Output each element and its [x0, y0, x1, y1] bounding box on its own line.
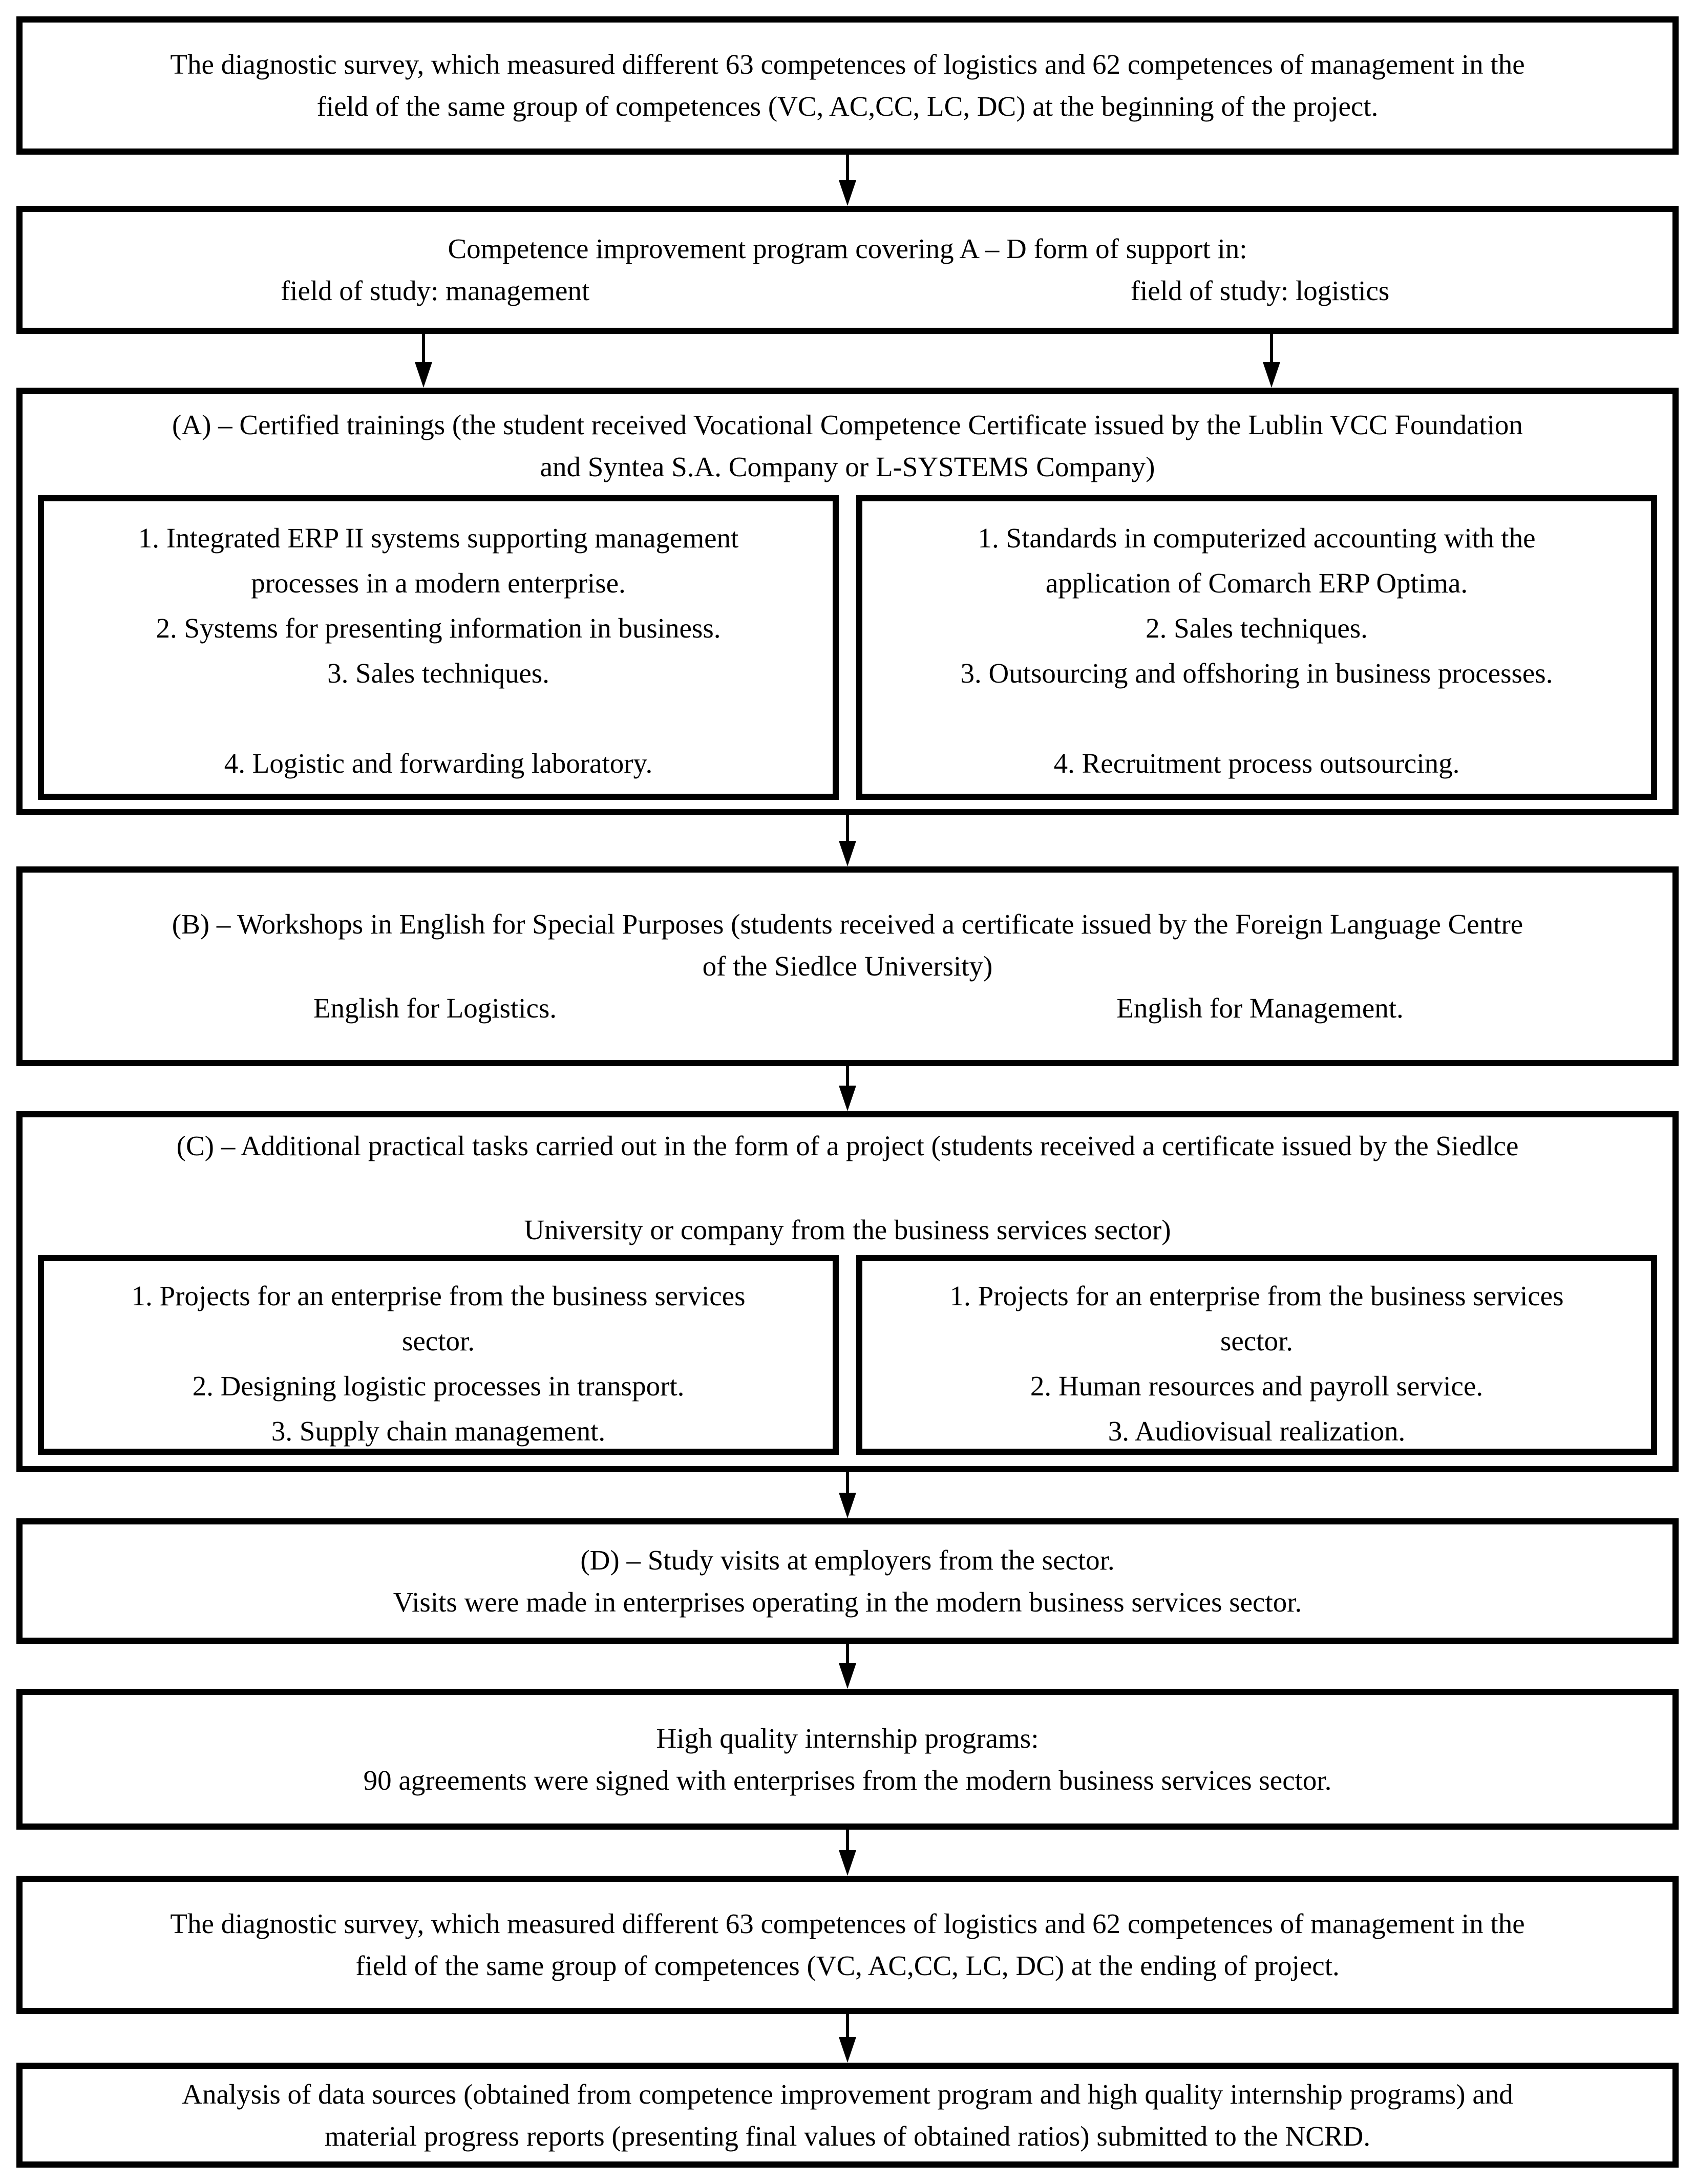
box-title: Competence improvement program covering …: [448, 233, 1247, 264]
box-text-line: The diagnostic survey, which measured di…: [170, 49, 1525, 80]
arrow-stem: [846, 1830, 849, 1850]
connector-zone: [16, 2014, 1679, 2063]
box-a-management-trainings: 1. Integrated ERP II systems supporting …: [38, 495, 839, 800]
box-text-line: 90 agreements were signed with enterpris…: [363, 1764, 1332, 1796]
arrow-stem: [846, 1644, 849, 1663]
box-a-certified-trainings: (A) – Certified trainings (the student r…: [16, 388, 1679, 815]
connector-zone: [16, 334, 1679, 388]
box-c-inner-row: 1. Projects for an enterprise from the b…: [23, 1255, 1672, 1455]
box-text-line: The diagnostic survey, which measured di…: [170, 1908, 1525, 1939]
english-for-logistics: English for Logistics.: [313, 992, 557, 1024]
fields-of-study-row: field of study: management field of stud…: [23, 270, 1672, 312]
arrow-head: [415, 362, 433, 388]
flow-arrow-down-icon: [839, 1644, 856, 1689]
flow-arrow-down-icon: [839, 1830, 856, 1876]
list-line: 1. Integrated ERP II systems supporting …: [138, 522, 739, 554]
list-line: processes in a modern enterprise.: [251, 567, 626, 599]
box-improvement-program: Competence improvement program covering …: [16, 206, 1679, 334]
box-a-inner-row: 1. Integrated ERP II systems supporting …: [23, 495, 1672, 800]
list-line: 2. Human resources and payroll service.: [1030, 1370, 1484, 1402]
arrow-head: [839, 180, 856, 206]
box-diagnostic-survey-end: The diagnostic survey, which measured di…: [16, 1876, 1679, 2014]
box-analysis-ncrd: Analysis of data sources (obtained from …: [16, 2063, 1679, 2168]
box-text-line: field of the same group of competences (…: [316, 91, 1379, 122]
box-text-line: (D) – Study visits at employers from the…: [580, 1544, 1115, 1576]
field-of-study-logistics: field of study: logistics: [1130, 275, 1390, 306]
box-text-line: Visits were made in enterprises operatin…: [393, 1586, 1302, 1618]
box-a-logistics-trainings: 1. Standards in computerized accounting …: [856, 495, 1657, 800]
box-b-header-line: (B) – Workshops in English for Special P…: [172, 908, 1523, 940]
list-line: 1. Projects for an enterprise from the b…: [949, 1280, 1564, 1311]
list-line: sector.: [1220, 1325, 1294, 1356]
connector-zone: [16, 155, 1679, 206]
box-c-management-projects: 1. Projects for an enterprise from the b…: [856, 1255, 1657, 1455]
flow-arrow-down-icon: [1262, 334, 1280, 388]
list-line: 4. Recruitment process outsourcing.: [1053, 748, 1460, 779]
list-line: 3. Outsourcing and offshoring in busines…: [960, 658, 1553, 689]
list-line: 4. Logistic and forwarding laboratory.: [224, 748, 653, 779]
box-c-logistics-projects: 1. Projects for an enterprise from the b…: [38, 1255, 839, 1455]
arrow-head: [839, 1086, 856, 1111]
box-b-english-workshops: (B) – Workshops in English for Special P…: [16, 866, 1679, 1066]
box-a-header-line: and Syntea S.A. Company or L-SYSTEMS Com…: [540, 451, 1155, 482]
arrow-stem: [846, 1066, 849, 1086]
box-a-header-line: (A) – Certified trainings (the student r…: [172, 409, 1523, 440]
flow-arrow-down-icon: [839, 1472, 856, 1518]
arrow-stem: [422, 334, 426, 362]
flow-arrow-down-icon: [839, 1066, 856, 1111]
list-line: 3. Sales techniques.: [327, 658, 549, 689]
box-c-header-line: (C) – Additional practical tasks carried…: [176, 1130, 1519, 1161]
arrow-head: [839, 1493, 856, 1518]
english-for-management: English for Management.: [1116, 992, 1404, 1024]
box-b-header-line: of the Siedlce University): [702, 950, 993, 982]
list-line: application of Comarch ERP Optima.: [1045, 567, 1468, 599]
flow-arrow-down-icon: [839, 2014, 856, 2063]
box-c-practical-tasks: (C) – Additional practical tasks carried…: [16, 1111, 1679, 1472]
list-line: 1. Projects for an enterprise from the b…: [131, 1280, 746, 1311]
list-line: 2. Designing logistic processes in trans…: [192, 1370, 685, 1402]
box-diagnostic-survey-start: The diagnostic survey, which measured di…: [16, 16, 1679, 155]
connector-zone: [16, 1830, 1679, 1876]
arrow-stem: [1269, 334, 1273, 362]
arrow-head: [839, 1663, 856, 1689]
arrow-stem: [846, 155, 849, 180]
list-line: 2. Systems for presenting information in…: [156, 612, 721, 644]
arrow-stem: [846, 2014, 849, 2037]
english-courses-row: English for Logistics. English for Manag…: [23, 987, 1672, 1029]
box-text-line: material progress reports (presenting fi…: [324, 2120, 1371, 2152]
list-line: 3. Supply chain management.: [271, 1415, 606, 1447]
box-c-header-line: University or company from the business …: [524, 1214, 1171, 1245]
box-text-line: Analysis of data sources (obtained from …: [182, 2078, 1513, 2110]
list-line: 3. Audiovisual realization.: [1108, 1415, 1406, 1447]
connector-zone: [16, 1644, 1679, 1689]
flow-arrow-down-icon: [839, 815, 856, 866]
arrow-head: [839, 2037, 856, 2063]
connector-zone: [16, 815, 1679, 866]
box-internship-programs: High quality internship programs: 90 agr…: [16, 1689, 1679, 1830]
flow-arrow-down-icon: [839, 155, 856, 206]
box-text-line: High quality internship programs:: [656, 1722, 1039, 1754]
arrow-head: [839, 841, 856, 866]
box-d-study-visits: (D) – Study visits at employers from the…: [16, 1518, 1679, 1644]
arrow-head: [839, 1850, 856, 1876]
arrow-stem: [846, 1472, 849, 1493]
connector-zone: [16, 1472, 1679, 1518]
list-line: 2. Sales techniques.: [1146, 612, 1368, 644]
field-of-study-management: field of study: management: [280, 275, 590, 306]
arrow-head: [1262, 362, 1280, 388]
list-line: sector.: [401, 1325, 475, 1356]
connector-zone: [16, 1066, 1679, 1111]
arrow-stem: [846, 815, 849, 841]
list-line: 1. Standards in computerized accounting …: [978, 522, 1536, 554]
box-text-line: field of the same group of competences (…: [355, 1950, 1340, 1981]
flow-arrow-down-icon: [415, 334, 433, 388]
